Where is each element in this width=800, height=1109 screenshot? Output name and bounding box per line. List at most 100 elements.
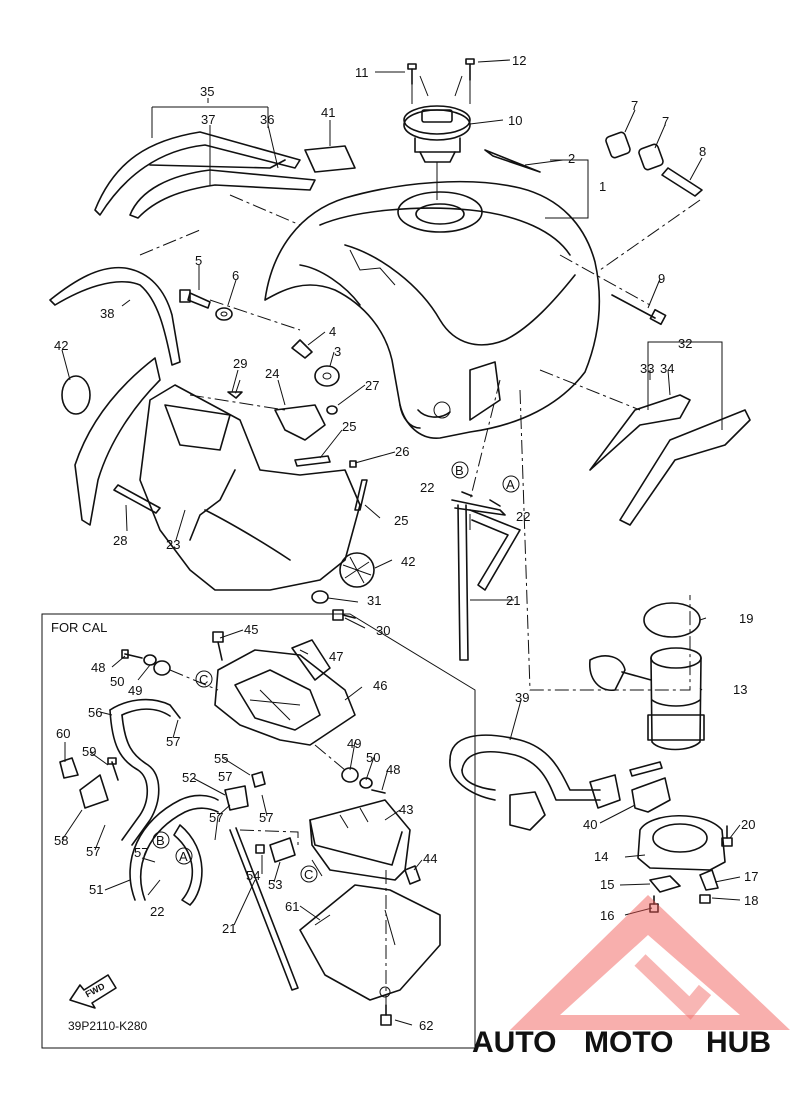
callout-17: 17: [744, 869, 758, 884]
callout-53: 53: [268, 877, 282, 892]
fwd-arrow-icon: FWD: [69, 974, 117, 1009]
inset-frame: [41, 613, 476, 1049]
callout-49-b: 49: [347, 736, 361, 751]
bolt-16: [649, 895, 659, 913]
collar-8: [661, 167, 703, 197]
bolt-12: [465, 58, 475, 81]
decal-41: [304, 145, 356, 173]
callout-59: 59: [82, 744, 96, 759]
watermark-hub: HUB: [706, 1026, 771, 1059]
bracket-47: [291, 639, 331, 681]
bolt-62: [380, 1004, 392, 1026]
callout-49-a: 49: [128, 683, 142, 698]
callout-10: 10: [508, 113, 522, 128]
callout-22-c: 22: [150, 904, 164, 919]
callout-8: 8: [699, 144, 706, 159]
callout-13: 13: [733, 682, 747, 697]
callout-57-e: 57: [86, 844, 100, 859]
callout-2: 2: [568, 151, 575, 166]
grommet-49-a: [153, 660, 171, 676]
svg-text:A: A: [506, 477, 515, 492]
callout-11: 11: [355, 65, 369, 80]
bracket-24: [274, 404, 326, 441]
callout-57-f: 57: [134, 845, 148, 860]
bolt-5: [179, 289, 211, 309]
bolt-54: [255, 844, 265, 854]
callout-29: 29: [233, 356, 247, 371]
fuel-pump-13: [589, 647, 705, 777]
callout-19: 19: [739, 611, 753, 626]
callout-21-a: 21: [506, 593, 520, 608]
callout-20: 20: [741, 817, 755, 832]
callout-25-b: 25: [394, 513, 408, 528]
callout-57-c: 57: [209, 810, 223, 825]
callout-5: 5: [195, 253, 202, 268]
callout-48-b: 48: [386, 762, 400, 777]
callout-18: 18: [744, 893, 758, 908]
strip-25b: [354, 479, 368, 511]
callout-24: 24: [265, 366, 279, 381]
bracket-40: [631, 777, 671, 813]
canister-bracket-46: [214, 649, 356, 746]
tank-emblem-2: [484, 149, 541, 173]
callout-7-a: 7: [631, 98, 638, 113]
callout-57-a: 57: [166, 734, 180, 749]
oval-decal-42: [61, 375, 91, 415]
callout-34: 34: [660, 361, 674, 376]
clip-58: [79, 774, 109, 809]
marker-c-upper: C: [195, 670, 213, 688]
callout-7-b: 7: [662, 114, 669, 129]
callout-61: 61: [285, 899, 299, 914]
callout-47: 47: [329, 649, 343, 664]
callout-57-d: 57: [259, 810, 273, 825]
callout-4: 4: [329, 324, 336, 339]
callout-42-b: 42: [401, 554, 415, 569]
callout-25-a: 25: [342, 419, 356, 434]
callout-36: 36: [260, 112, 274, 127]
callout-41: 41: [321, 105, 335, 120]
callout-35: 35: [200, 84, 214, 99]
callout-15: 15: [600, 877, 614, 892]
callout-40: 40: [583, 817, 597, 832]
callout-28: 28: [113, 533, 127, 548]
watermark-moto: MOTO: [584, 1026, 673, 1059]
bolt-45: [212, 631, 224, 661]
collar-50-a: [143, 654, 157, 666]
callout-30: 30: [376, 623, 390, 638]
decal-set-32: [589, 394, 751, 526]
svg-text:C: C: [304, 867, 313, 882]
callout-39: 39: [515, 690, 529, 705]
clamp-22a: [461, 491, 473, 497]
collar-50-b: [359, 777, 373, 789]
callout-37: 37: [201, 112, 215, 127]
bracket-4: [291, 339, 313, 359]
callout-21-b: 21: [222, 921, 236, 936]
hose-56: [109, 698, 181, 846]
callout-48-a: 48: [91, 660, 105, 675]
callout-62: 62: [419, 1018, 433, 1033]
callout-23: 23: [166, 537, 180, 552]
callout-60: 60: [56, 726, 70, 741]
marker-a-upper: A: [502, 475, 520, 493]
callout-46: 46: [373, 678, 387, 693]
callout-33: 33: [640, 361, 654, 376]
strip-28b: [113, 484, 161, 514]
svg-text:B: B: [455, 463, 464, 478]
clamp-22b: [489, 499, 501, 507]
cover-61: [299, 884, 441, 1001]
callout-58: 58: [54, 833, 68, 848]
callout-42-a: 42: [54, 338, 68, 353]
watermark-logo: [510, 895, 790, 1030]
callout-31: 31: [367, 593, 381, 608]
hose-21-upper: [451, 499, 521, 661]
callout-56: 56: [88, 705, 102, 720]
bolt-9: [611, 294, 667, 326]
washer-6: [215, 307, 233, 321]
bolt-48-b: [371, 789, 386, 794]
bracket-60: [59, 757, 79, 779]
canister-43: [309, 799, 411, 881]
svg-text:A: A: [179, 849, 188, 864]
clip-26: [349, 460, 357, 468]
